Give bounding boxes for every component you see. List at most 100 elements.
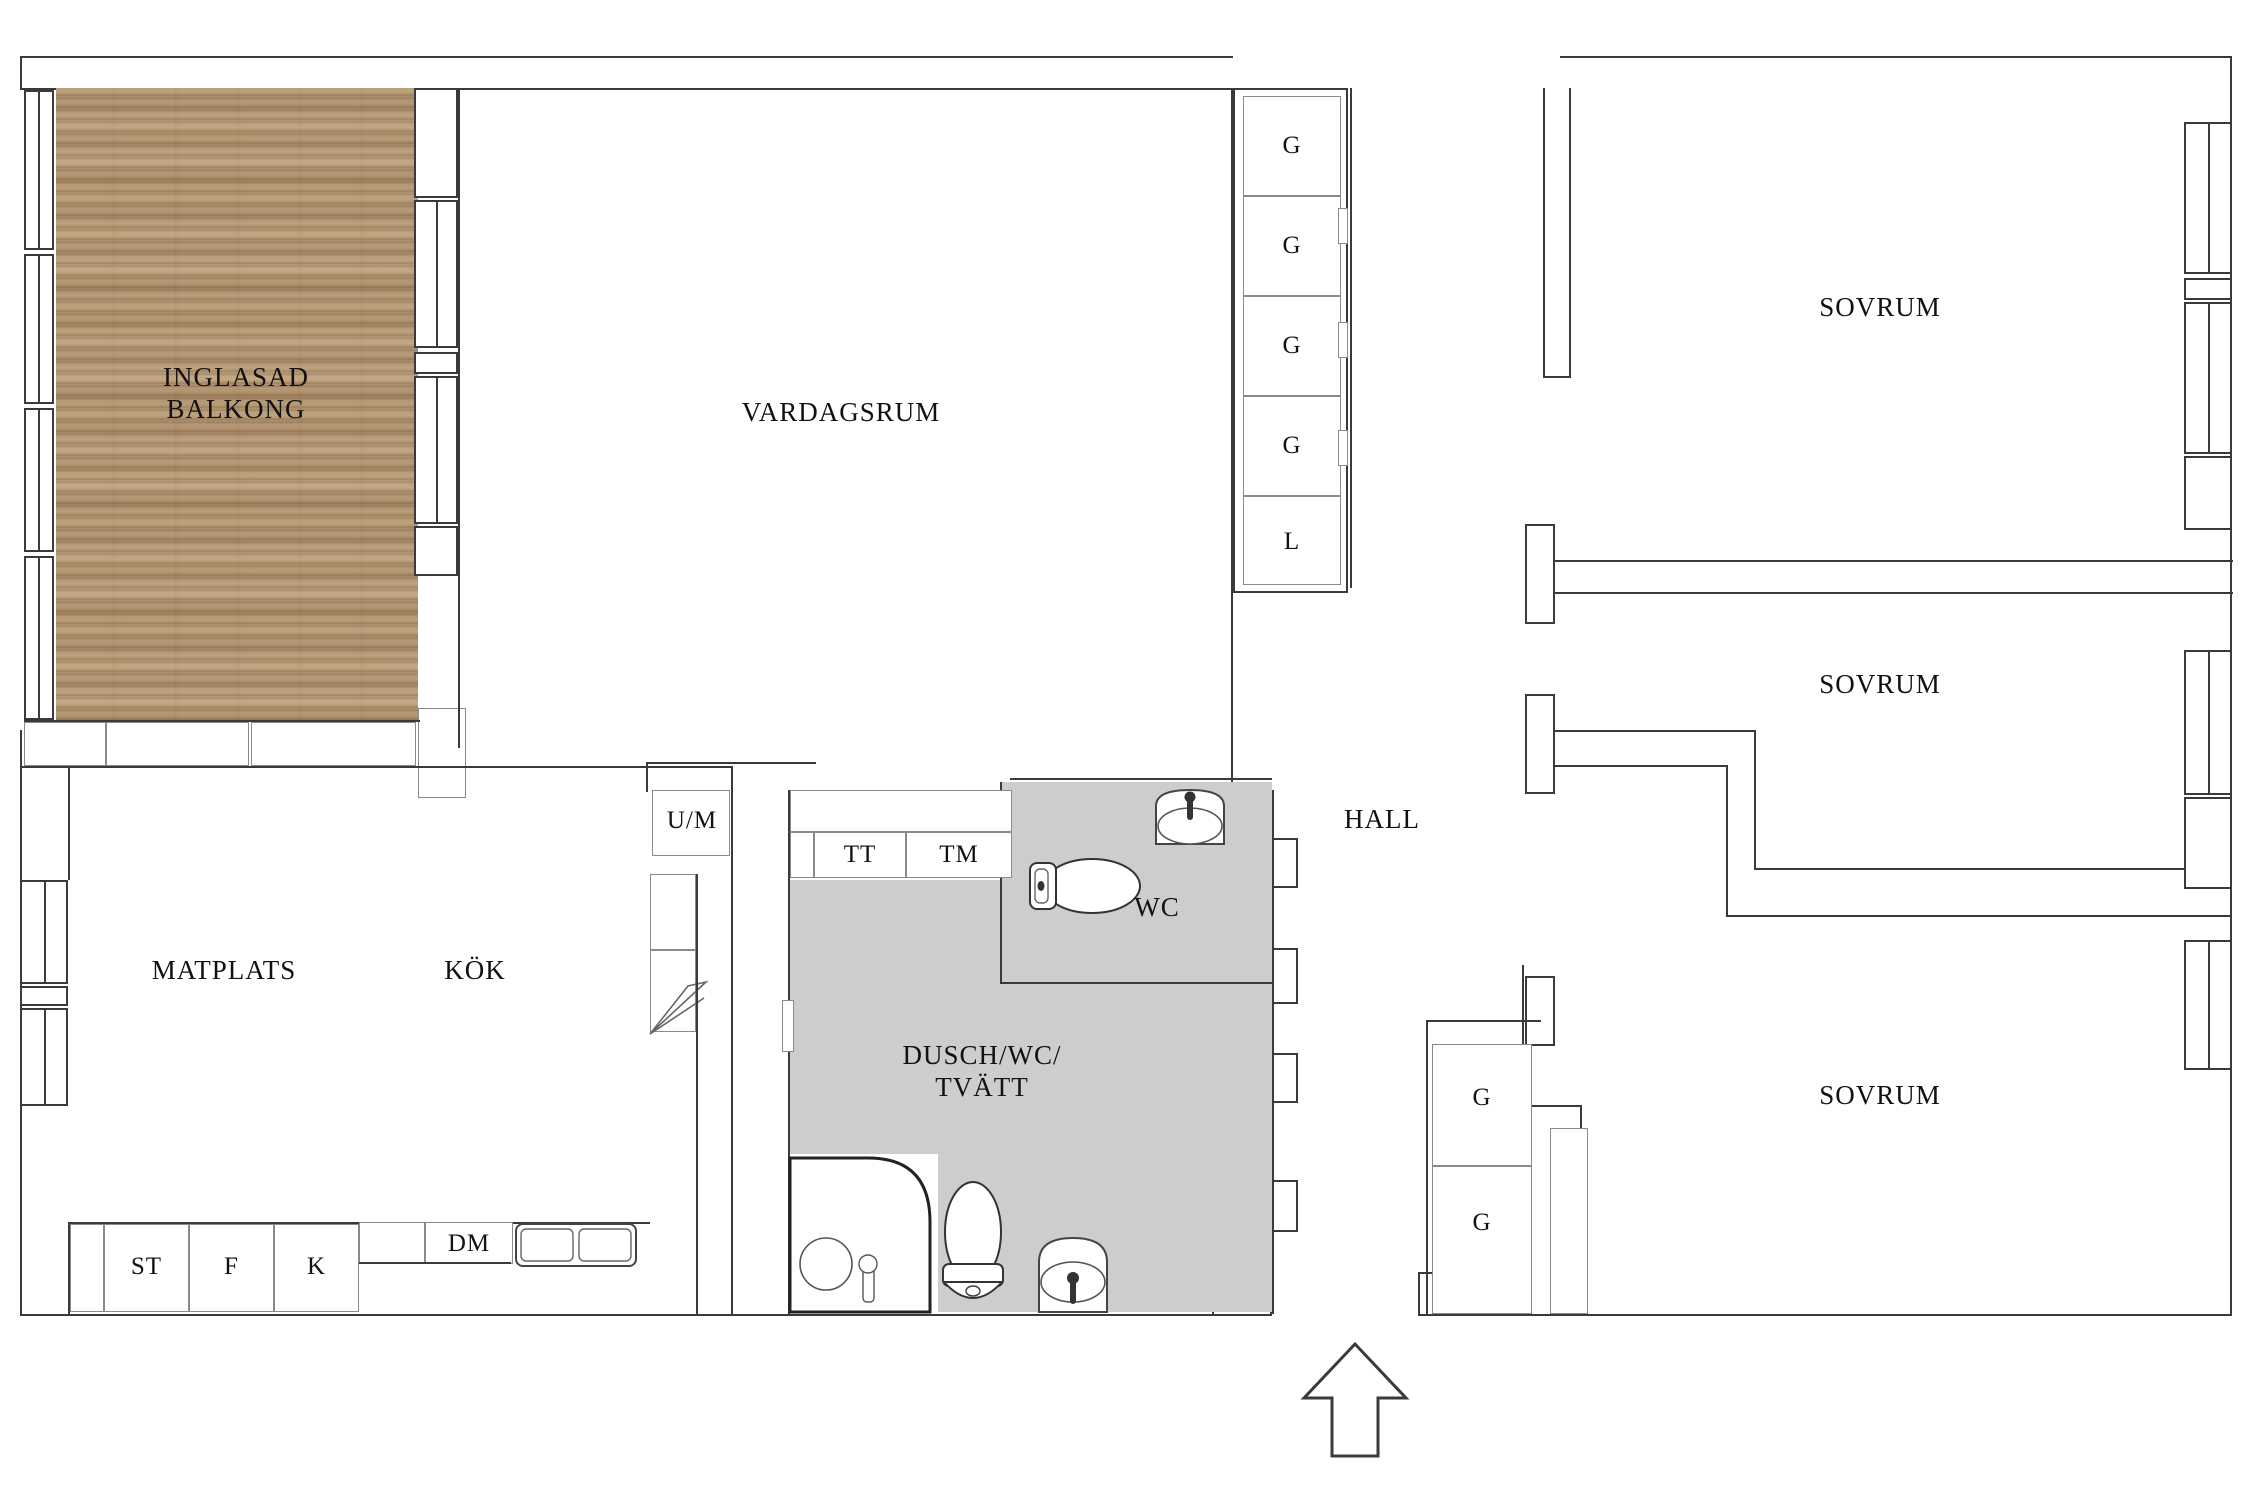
partition-bed1-bed2-bot (1553, 592, 2233, 594)
living-wall-bottom (646, 762, 816, 764)
partition-bed2-bed3-bot (1553, 765, 1728, 767)
exterior-wall-bottom-left (20, 1314, 1272, 1316)
room-label-wc: WC (1134, 892, 1180, 922)
closet-label-g4: G (1282, 432, 1302, 459)
laundry-cell-tt (814, 832, 906, 878)
laundry-cell-tm (906, 832, 1012, 878)
living-wall-right (1231, 88, 1233, 786)
living-wall-top-seg (458, 88, 1233, 90)
kitchen-tall-unit-um-label: U/M (666, 807, 718, 834)
kitchen-tall-unit-lower2 (650, 950, 696, 1032)
entry-jamb-right (1418, 1272, 1420, 1316)
exterior-wall-left-top (20, 56, 22, 89)
window-bed3-a (2184, 940, 2232, 1070)
closet-face (1350, 88, 1352, 588)
kitchen-base-label-k: K (306, 1253, 327, 1280)
bed3-closet-cell-1 (1432, 1044, 1532, 1166)
window-dining-gap (20, 986, 68, 1006)
balcony-glazing-left-4 (24, 556, 54, 720)
bath-door-jamb-right-3 (1272, 1180, 1298, 1232)
kitchen-counter-band (359, 1222, 425, 1264)
bath-door-jamb-right-1 (1272, 948, 1298, 1004)
closet-cell-3 (1243, 296, 1341, 396)
partition-bed2-bed3-jog-h2 (1726, 915, 2232, 917)
bed3-closet-top (1426, 1020, 1541, 1022)
window-dining-b (20, 1008, 68, 1106)
hall-stub-bottom (1525, 976, 1555, 1046)
kitchen-dishwasher-label: DM (447, 1230, 491, 1257)
kitchen-tall-unit-lower1 (650, 874, 696, 950)
window-bed1-b (2184, 302, 2232, 454)
kitchen-wall-top (68, 766, 733, 768)
room-label-balcony: INGLASAD BALKONG (163, 362, 309, 424)
balcony-glazing-right-2 (414, 352, 458, 374)
bed3-closet-label-g1: G (1472, 1084, 1492, 1111)
kitchen-counter-left-edge (68, 1222, 70, 1314)
room-label-dining: MATPLATS (151, 955, 297, 985)
bath-door-jamb-right-2 (1272, 1053, 1298, 1103)
kitchen-base-cell-k (274, 1224, 359, 1312)
hall-wall-left-inner (1569, 88, 1571, 378)
exterior-wall-top-right (1560, 56, 2232, 58)
bath-wall-left (788, 790, 790, 1314)
bath-door-jamb-left (782, 1000, 794, 1052)
closet-label-g3: G (1282, 332, 1302, 359)
bath-wall-right (1272, 790, 1274, 1314)
kitchen-door-swing-icon (649, 980, 709, 1035)
kitchen-tall-unit-um (652, 790, 730, 856)
bed3-closet-left (1426, 1020, 1428, 1230)
window-bed2-b (2184, 650, 2232, 795)
laundry-label-tm: TM (939, 841, 979, 868)
balcony-rail-left (24, 722, 106, 766)
closet-cell-4 (1243, 396, 1341, 496)
bed3-closet-cell-3 (1550, 1128, 1588, 1314)
kitchen-dishwasher-dm (425, 1222, 513, 1264)
kitchen-base-cell-void (70, 1224, 104, 1312)
window-bed2-c (2184, 797, 2232, 889)
entrance-arrow-icon (1300, 1341, 1410, 1458)
kitchen-base-label-st: ST (130, 1253, 163, 1280)
closet-door-jamb-3 (1338, 430, 1348, 466)
bed3-closet-notch (1522, 1105, 1582, 1107)
partition-bed1-bed2-stub (1525, 524, 1555, 624)
kitchen-base-cell-f (189, 1224, 274, 1312)
balcony-deck (56, 88, 418, 722)
room-label-bedroom2: SOVRUM (1819, 669, 1941, 699)
closet-door-jamb-1 (1338, 208, 1348, 244)
hall-wall-left-cap (1543, 376, 1571, 378)
hall-stub-bottom-cap (1525, 1044, 1555, 1046)
balcony-rail-mid2 (251, 722, 416, 766)
living-wall-left-lower (646, 762, 648, 792)
kitchen-counter-band-bottom (359, 1262, 511, 1264)
closet-label-g2: G (1282, 232, 1302, 259)
laundry-label-tt: TT (843, 841, 877, 868)
partition-bed2-bed3-jog-v1 (1754, 730, 1756, 870)
bath-sink-icon (1038, 1236, 1108, 1313)
room-label-kitchen: KÖK (444, 955, 506, 985)
kitchen-base-cell-st (104, 1224, 189, 1312)
balcony-glazing-right-top (414, 88, 458, 198)
window-bed2-a (2184, 456, 2232, 530)
balcony-glazing-left-3 (24, 408, 54, 552)
bath-toilet-icon (941, 1181, 1005, 1299)
partition-bed2-bed3-stub (1525, 694, 1555, 794)
laundry-cell-void (790, 832, 814, 878)
balcony-threshold-line (24, 720, 420, 722)
kitchen-base-label-f: F (224, 1253, 239, 1280)
closet-label-g1: G (1282, 132, 1302, 159)
partition-bed2-bed3-jog-v2 (1726, 765, 1728, 917)
partition-bed2-bed3-jog-h1 (1754, 868, 2232, 870)
balcony-glazing-right-1 (414, 200, 458, 348)
wc-toilet-icon (1029, 858, 1141, 914)
living-wall-left (458, 88, 460, 748)
laundry-top-band (790, 790, 1012, 832)
closet-cell-5 (1243, 496, 1341, 585)
kitchen-sink-icon (515, 1223, 637, 1267)
kitchen-wall-right (731, 766, 733, 1314)
kitchen-wall-top-notch (20, 766, 68, 768)
balcony-glazing-right-bottom (414, 526, 458, 576)
balcony-rail-mid1 (106, 722, 249, 766)
room-label-bedroom3: SOVRUM (1819, 1080, 1941, 1110)
balcony-glazing-left-1 (24, 90, 54, 250)
